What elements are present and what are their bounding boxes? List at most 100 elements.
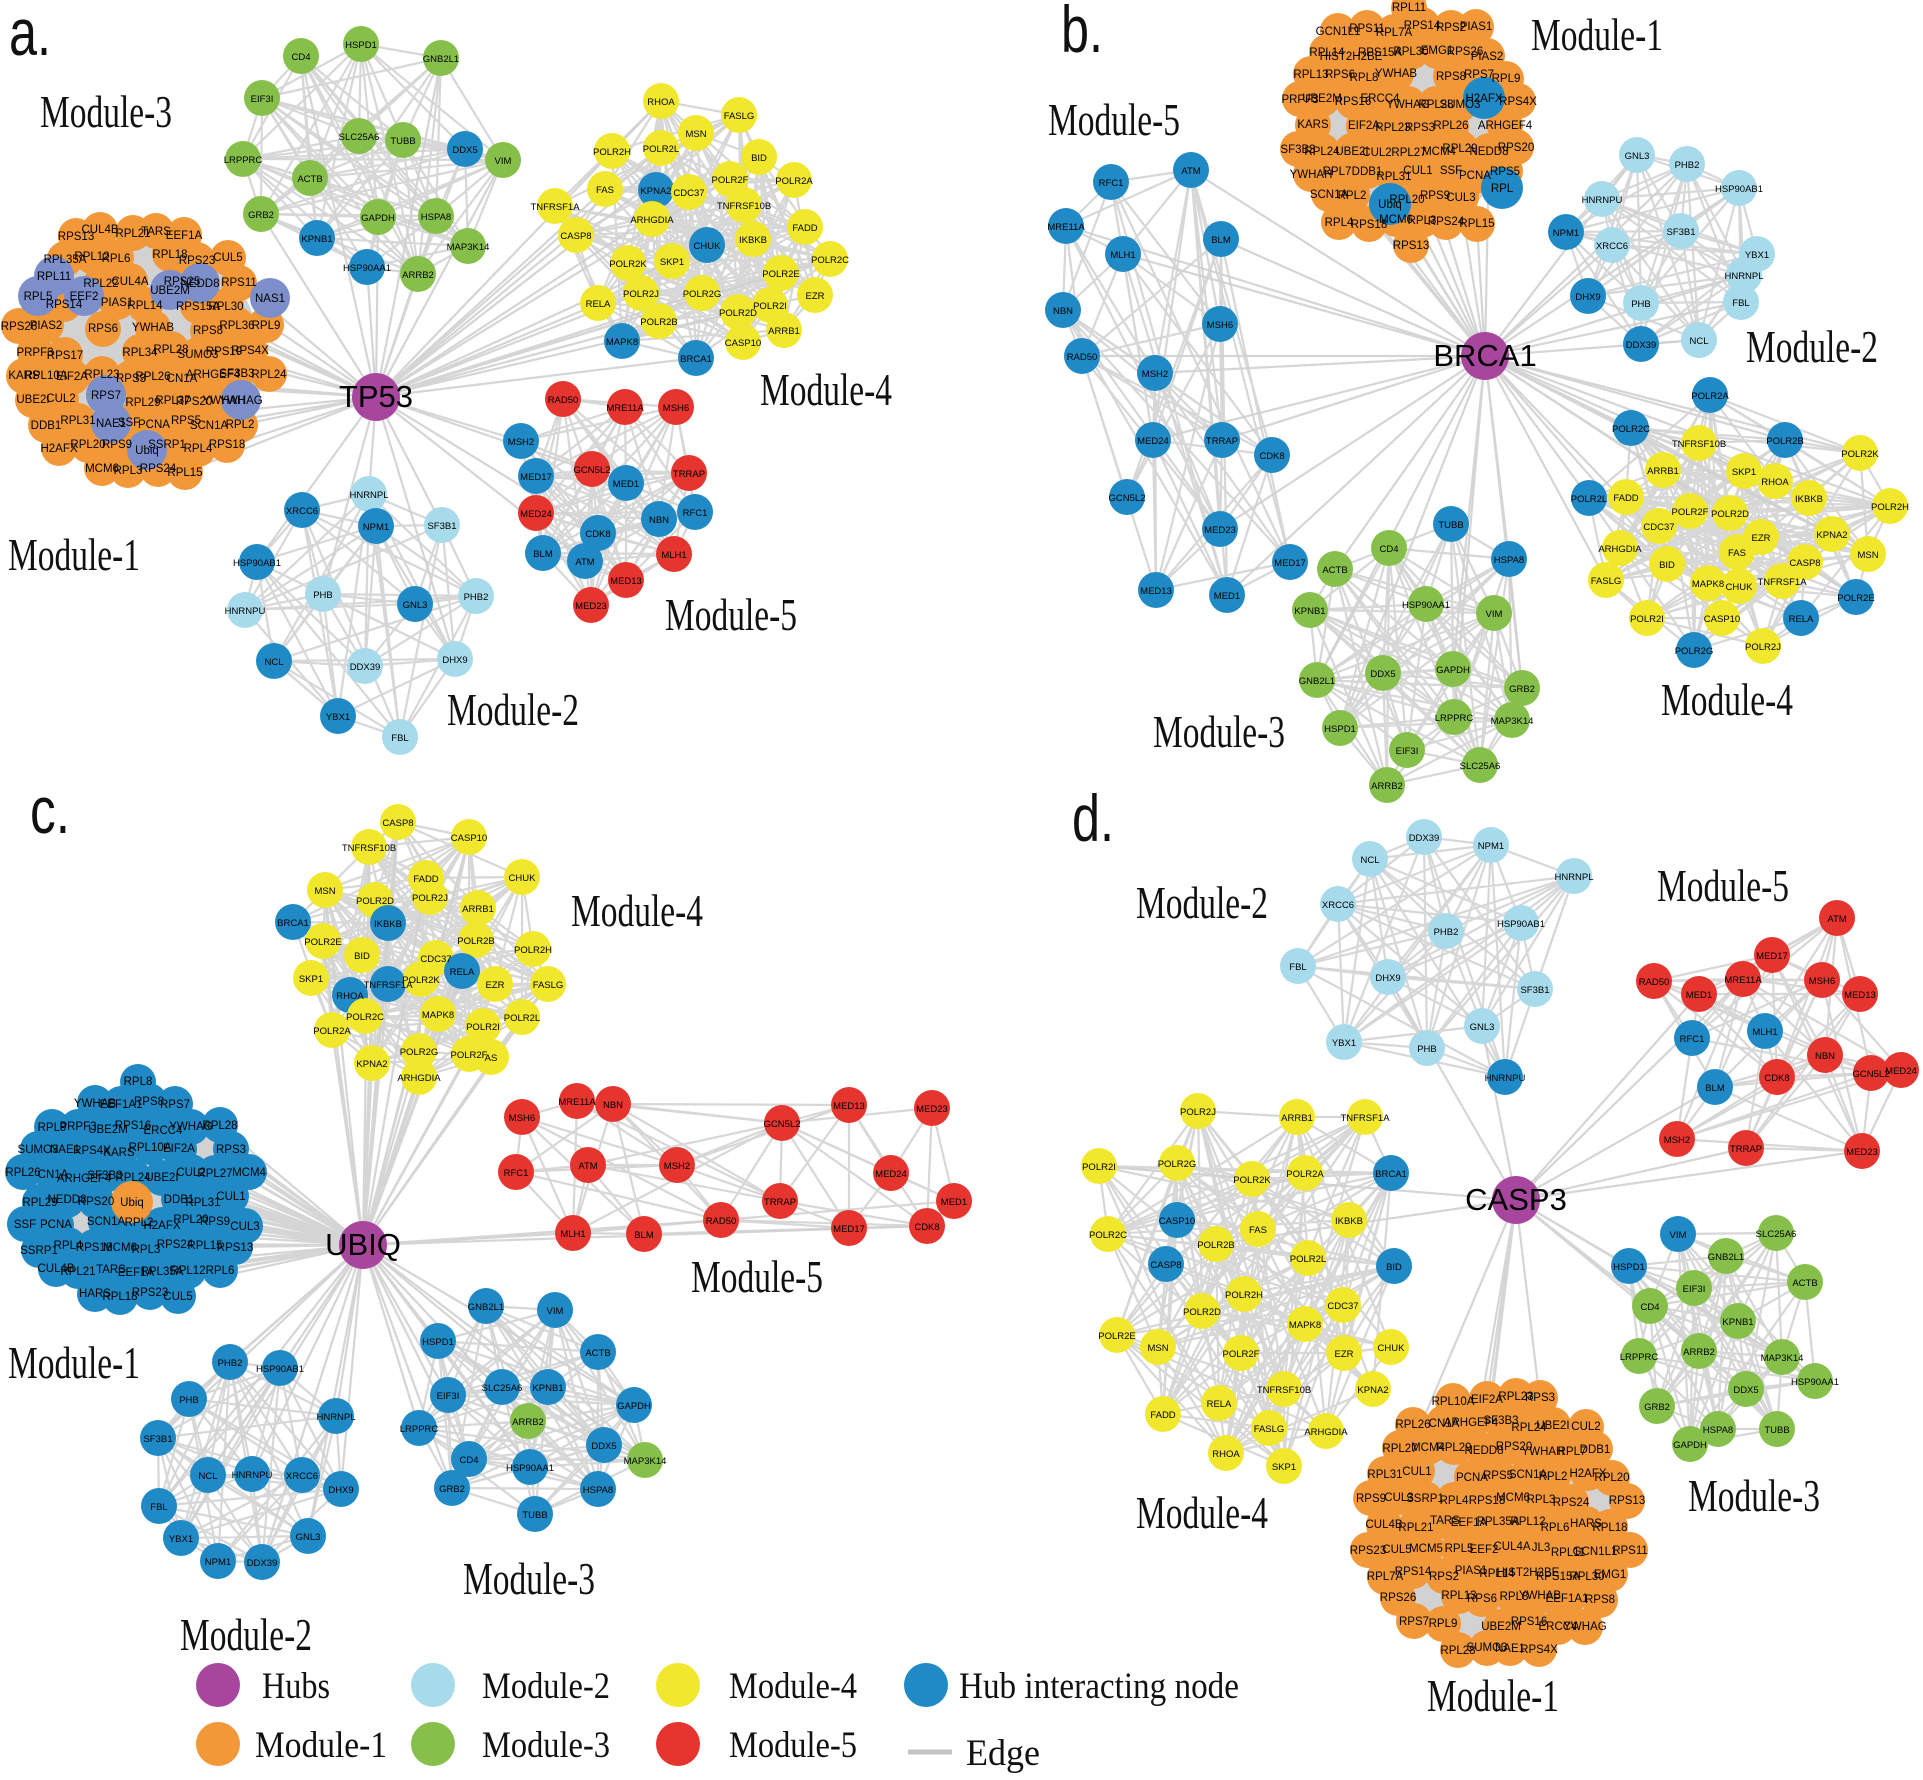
- svg-text:RPL4: RPL4: [1325, 217, 1354, 229]
- svg-text:GCN5L2: GCN5L2: [1853, 1069, 1890, 1080]
- svg-text:FASLG: FASLG: [724, 111, 755, 122]
- svg-text:HNRNPU: HNRNPU: [225, 606, 266, 617]
- svg-text:PHB: PHB: [1417, 1044, 1437, 1055]
- svg-text:FBL: FBL: [1732, 298, 1749, 309]
- svg-text:TNFRSF1A: TNFRSF1A: [1757, 577, 1807, 588]
- svg-text:RPL: RPL: [1491, 183, 1514, 195]
- svg-text:RELA: RELA: [1789, 614, 1814, 625]
- svg-text:TNFRSF10B: TNFRSF10B: [342, 843, 396, 854]
- svg-text:UBE2I: UBE2I: [145, 1172, 178, 1184]
- svg-text:POLR2I: POLR2I: [1082, 1162, 1116, 1173]
- svg-text:FBL: FBL: [1289, 962, 1306, 973]
- svg-text:NEDD8: NEDD8: [1465, 1445, 1504, 1457]
- svg-text:MCM6: MCM6: [1496, 1492, 1530, 1504]
- svg-text:RPS20: RPS20: [78, 1196, 114, 1208]
- svg-text:RPL4: RPL4: [1440, 1495, 1469, 1507]
- svg-text:RPS8: RPS8: [134, 1096, 164, 1108]
- svg-text:PCNA: PCNA: [1456, 1472, 1488, 1484]
- svg-text:Hub interacting node: Hub interacting node: [959, 1666, 1239, 1707]
- svg-text:CASP8: CASP8: [382, 818, 413, 829]
- svg-text:RPL26: RPL26: [135, 371, 170, 383]
- svg-text:YWHAH: YWHAH: [203, 395, 246, 407]
- svg-text:POLR2H: POLR2H: [514, 945, 552, 956]
- svg-text:CD4: CD4: [459, 1455, 478, 1466]
- svg-text:RFC1: RFC1: [1099, 178, 1124, 189]
- svg-text:CUL4A: CUL4A: [1493, 1541, 1530, 1553]
- svg-text:HARS: HARS: [79, 1288, 111, 1300]
- svg-text:PHB: PHB: [1631, 299, 1651, 310]
- svg-text:NPM1: NPM1: [205, 1557, 231, 1568]
- svg-text:RHOA: RHOA: [1761, 477, 1789, 488]
- svg-text:CUL5: CUL5: [163, 1291, 192, 1303]
- svg-text:RHOA: RHOA: [1212, 1449, 1240, 1460]
- svg-text:CHUK: CHUK: [509, 873, 537, 884]
- svg-text:NEDD8: NEDD8: [1470, 146, 1509, 158]
- svg-text:MSH2: MSH2: [664, 1161, 690, 1172]
- svg-text:UBIQ: UBIQ: [325, 1227, 401, 1262]
- svg-text:CN1A: CN1A: [1429, 1418, 1460, 1430]
- svg-text:RPL8: RPL8: [1350, 72, 1379, 84]
- svg-text:NBN: NBN: [603, 1100, 623, 1111]
- svg-text:CASP10: CASP10: [725, 338, 761, 349]
- svg-text:MRE11A: MRE11A: [558, 1097, 596, 1108]
- svg-text:GRB2: GRB2: [1509, 684, 1535, 695]
- svg-text:MAPK8: MAPK8: [1692, 579, 1724, 590]
- svg-text:RPL7: RPL7: [1323, 166, 1352, 178]
- svg-text:CDC37: CDC37: [1643, 522, 1674, 533]
- svg-text:RPL6: RPL6: [1541, 1522, 1570, 1534]
- svg-text:CUL1: CUL1: [1403, 165, 1432, 177]
- svg-text:POLR2L: POLR2L: [504, 1013, 540, 1024]
- svg-text:CDC37: CDC37: [420, 954, 451, 965]
- svg-text:POLR2F: POLR2F: [712, 175, 749, 186]
- svg-text:POLR2G: POLR2G: [683, 289, 722, 300]
- svg-text:CUL3: CUL3: [1384, 1492, 1413, 1504]
- svg-text:TUBB: TUBB: [522, 1510, 547, 1521]
- svg-text:RPS20: RPS20: [1496, 1441, 1532, 1453]
- svg-text:CUL4B: CUL4B: [37, 1263, 74, 1275]
- svg-text:H2AFX: H2AFX: [40, 443, 77, 455]
- svg-text:CUL2: CUL2: [1571, 1421, 1600, 1433]
- svg-text:CUL3: CUL3: [230, 1221, 259, 1233]
- svg-text:POLR2D: POLR2D: [1183, 1307, 1221, 1318]
- svg-text:CUL4B: CUL4B: [81, 224, 118, 236]
- svg-text:YWHAB: YWHAB: [74, 1098, 117, 1110]
- svg-text:CASP10: CASP10: [451, 833, 487, 844]
- svg-text:RPS6: RPS6: [88, 323, 118, 335]
- svg-text:TNFRSF1A: TNFRSF1A: [1340, 1113, 1390, 1124]
- svg-text:UBE2I: UBE2I: [1335, 146, 1368, 158]
- svg-text:KARS: KARS: [8, 370, 40, 382]
- svg-text:RPS3: RPS3: [116, 373, 146, 385]
- svg-text:GCN1L1: GCN1L1: [1316, 26, 1361, 38]
- svg-text:RPS14: RPS14: [1395, 1566, 1432, 1578]
- svg-text:EEF1A: EEF1A: [118, 1267, 155, 1279]
- svg-text:MSH6: MSH6: [509, 1113, 535, 1124]
- svg-text:RPS26: RPS26: [1380, 1592, 1416, 1604]
- svg-text:POLR2K: POLR2K: [1841, 449, 1879, 460]
- svg-text:FBL: FBL: [391, 733, 408, 744]
- svg-text:DDX5: DDX5: [1733, 1385, 1758, 1396]
- svg-text:YWHAH: YWHAH: [1290, 169, 1333, 181]
- svg-text:EZR: EZR: [486, 980, 505, 991]
- svg-text:RPL20: RPL20: [70, 439, 105, 451]
- svg-text:GAPDH: GAPDH: [1673, 1440, 1707, 1451]
- svg-text:RELA: RELA: [1207, 1399, 1232, 1410]
- svg-text:SSF: SSF: [14, 1219, 36, 1231]
- svg-text:PIAS1: PIAS1: [101, 297, 134, 309]
- svg-text:YBX1: YBX1: [1745, 250, 1769, 261]
- svg-text:RPS13: RPS13: [58, 231, 94, 243]
- svg-text:RPS7: RPS7: [160, 1099, 190, 1111]
- svg-text:CN1A: CN1A: [38, 1169, 69, 1181]
- svg-text:DDX5: DDX5: [1370, 669, 1395, 680]
- svg-text:MLH1: MLH1: [661, 550, 686, 561]
- svg-text:RPL27: RPL27: [197, 1168, 232, 1180]
- svg-text:UBE2M: UBE2M: [150, 285, 190, 297]
- svg-text:RPS4X: RPS4X: [1499, 96, 1537, 108]
- svg-text:HSP90AA1: HSP90AA1: [1402, 600, 1450, 611]
- svg-text:RPL3: RPL3: [132, 1244, 161, 1256]
- svg-text:PCNA: PCNA: [138, 419, 170, 431]
- svg-text:ATM: ATM: [575, 557, 594, 568]
- svg-text:POLR2H: POLR2H: [1871, 502, 1909, 513]
- svg-text:Edge: Edge: [966, 1733, 1040, 1774]
- svg-text:CDC37: CDC37: [1327, 1301, 1358, 1312]
- svg-text:YWHAB: YWHAB: [1519, 1590, 1562, 1602]
